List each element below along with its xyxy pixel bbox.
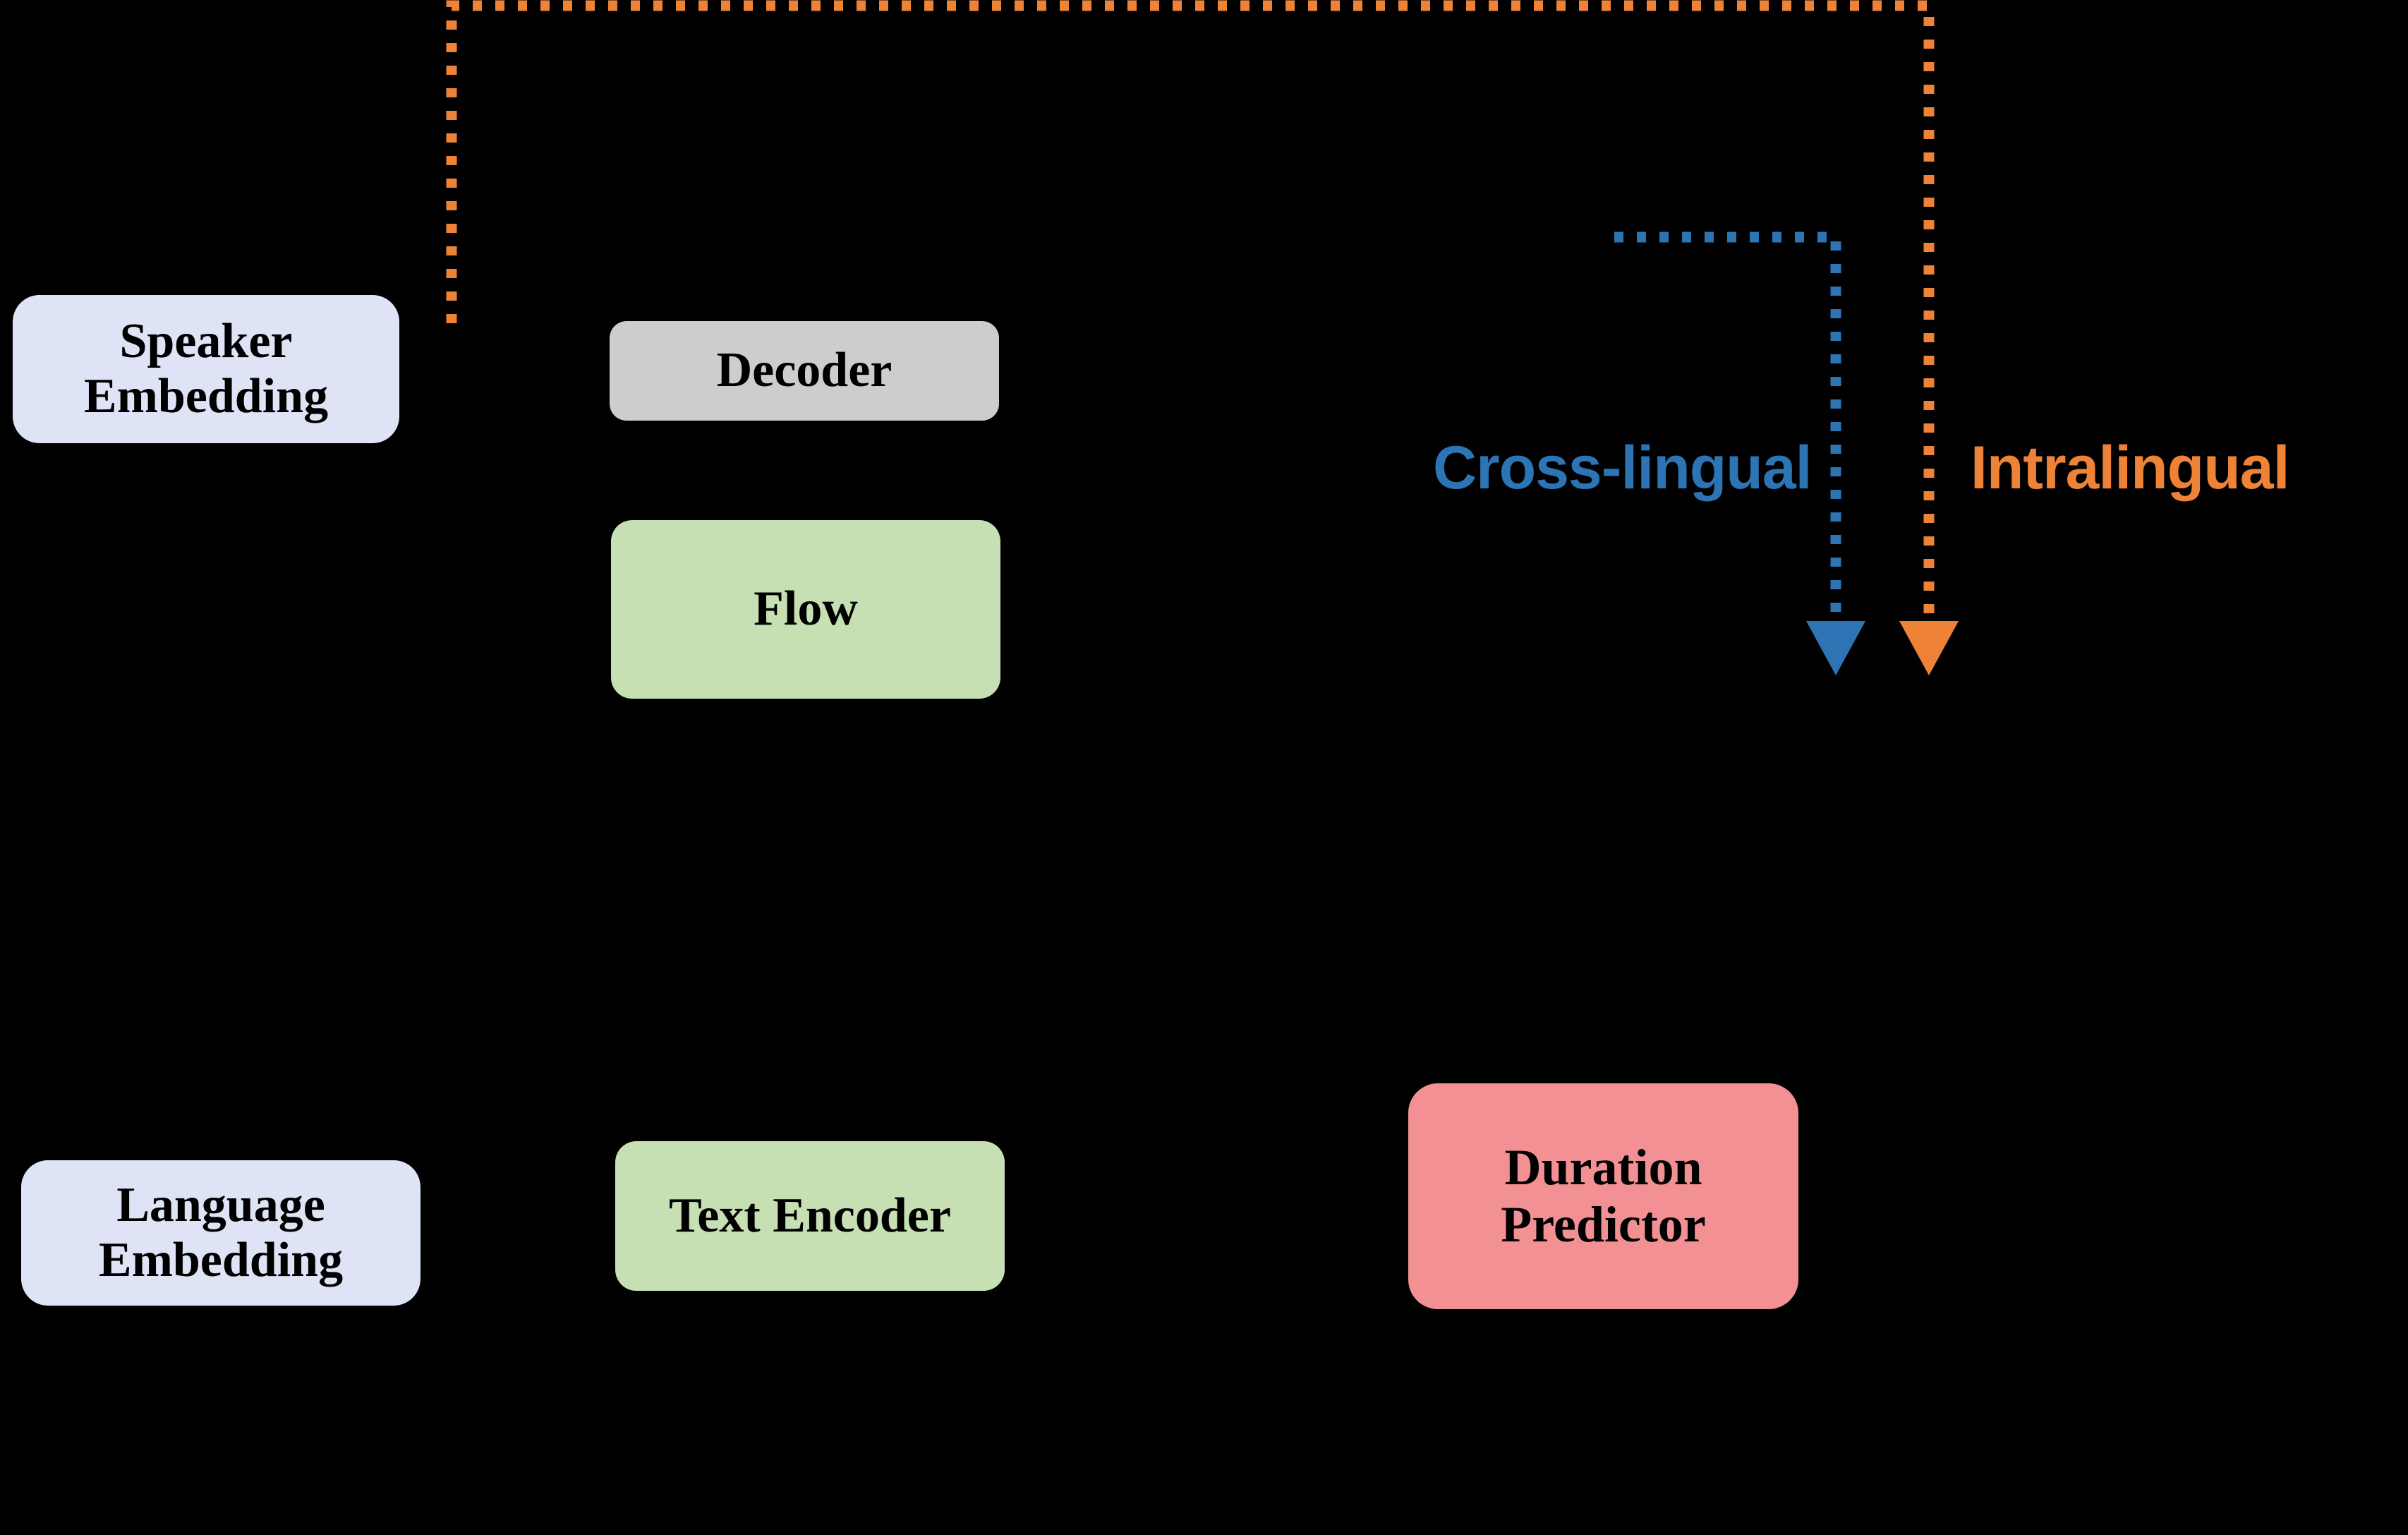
branch-label-intralingual: Intralingual [1971,434,2289,502]
intralingual-arrowhead [1899,621,1959,675]
node-duration-predictor[interactable]: Duration Predictor [1408,1083,1798,1309]
node-flow[interactable]: Flow [611,520,1000,699]
node-flow-label: Flow [754,582,858,637]
branch-label-cross-lingual: Cross-lingual [1433,434,1813,502]
cross-lingual-connector-line [1614,231,1841,621]
node-text-encoder-label: Text Encoder [669,1188,951,1243]
node-text-encoder[interactable]: Text Encoder [615,1141,1005,1291]
node-speaker-embedding[interactable]: Speaker Embedding [13,295,399,443]
node-language-embedding-label: Language Embedding [98,1177,344,1287]
cross-lingual-arrowhead [1806,621,1865,675]
node-speaker-embedding-label: Speaker Embedding [83,313,329,423]
node-decoder-label: Decoder [716,343,893,398]
node-duration-predictor-label: Duration Predictor [1501,1139,1706,1253]
node-language-embedding[interactable]: Language Embedding [21,1160,421,1306]
node-decoder[interactable]: Decoder [610,321,999,421]
